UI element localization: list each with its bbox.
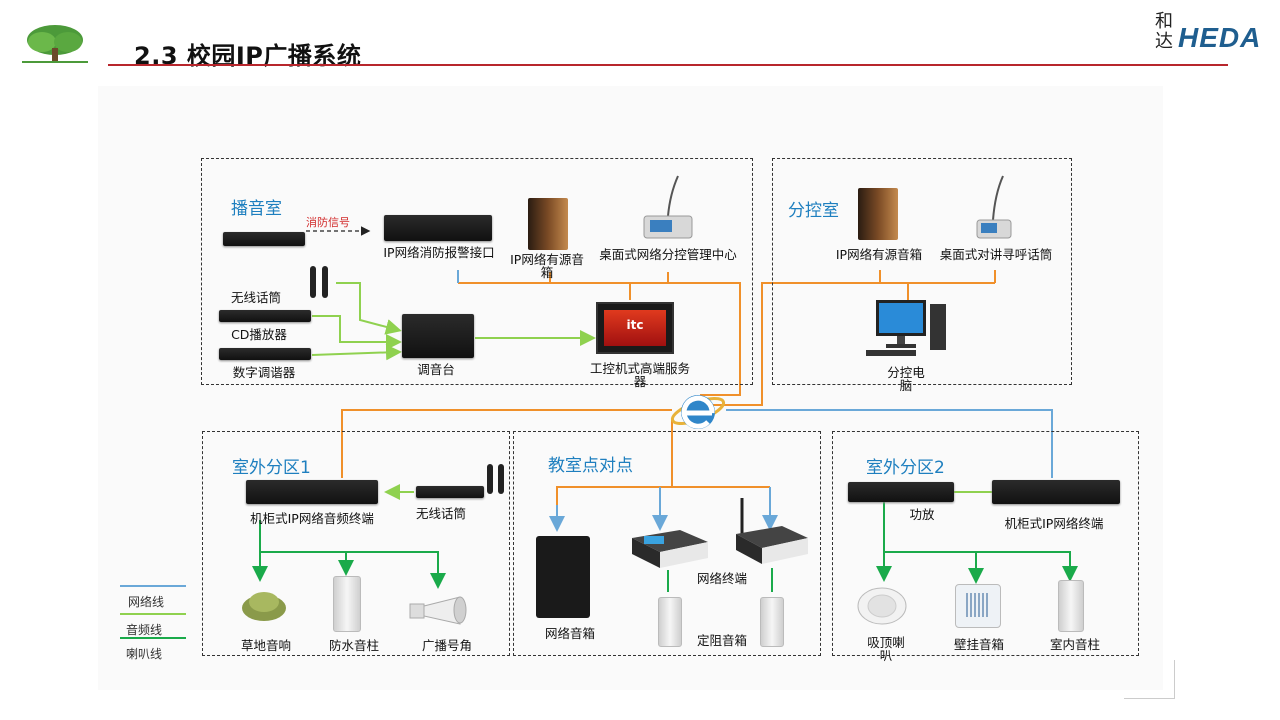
zone-label-outdoor1: 室外分区1 [232, 458, 311, 478]
zone-label-broadcast: 播音室 [231, 199, 282, 219]
desk-mic-icon [640, 174, 696, 244]
fixed-speaker-label: 定阻音箱 [696, 633, 747, 648]
brand-logo: HEDA [1178, 22, 1262, 53]
fixed-speaker-b [760, 597, 784, 647]
server-screen-logo: itc [604, 310, 666, 346]
tree-logo [20, 22, 90, 66]
brand-cn: 和达 [1155, 11, 1173, 52]
sub-speaker-label: IP网络有源音箱 [835, 247, 923, 262]
rack-ip-terminal [992, 480, 1120, 504]
legend-speaker-line [120, 637, 186, 639]
sub-pc-label: 分控电脑 [887, 365, 925, 393]
amplifier-unit [848, 482, 954, 502]
sub-active-speaker [858, 188, 898, 240]
net-terminal-label: 网络终端 [696, 571, 747, 586]
fire-alarm-interface [384, 215, 492, 241]
zone-sub-control [772, 158, 1072, 385]
ceiling-speaker-icon [856, 586, 908, 626]
internet-hub-icon [668, 384, 728, 438]
corner-bracket [1124, 660, 1175, 699]
ceiling-speaker-label: 吸顶喇叭 [867, 635, 905, 663]
tuner-label: 数字调谐器 [232, 365, 296, 380]
wireless-mic-receiver [416, 486, 484, 498]
zone-outdoor1 [202, 431, 510, 656]
indoor-pole-label: 室内音柱 [1049, 637, 1100, 652]
network-terminal-b [734, 496, 810, 568]
cd-player [219, 310, 311, 322]
legend-audio-label: 音频线 [126, 623, 163, 637]
active-speaker [528, 198, 568, 250]
horn-speaker-icon [408, 594, 470, 626]
legend-network-line [120, 585, 186, 587]
server-label: 工控机式高端服务器 [589, 361, 690, 389]
zone-label-sub-control: 分控室 [788, 201, 839, 221]
mixer-console [402, 314, 474, 358]
legend-network-label: 网络线 [128, 595, 165, 609]
wireless-mics2-icon [484, 462, 508, 496]
amplifier-label: 功放 [909, 507, 935, 522]
zone-outdoor2 [832, 431, 1139, 656]
wall-speaker-icon [955, 584, 1001, 628]
indoor-pole-speaker [1058, 580, 1084, 632]
waterproof-pole-label: 防水音柱 [328, 638, 379, 653]
desk-center-label: 桌面式网络分控管理中心 [599, 247, 737, 262]
zone-label-outdoor2: 室外分区2 [866, 458, 945, 478]
network-terminal-a [630, 528, 710, 570]
zone-classroom [513, 431, 821, 656]
handheld-mics-icon [307, 264, 333, 300]
sub-mic-label: 桌面式对讲寻呼话筒 [939, 247, 1053, 262]
network-speaker [536, 536, 590, 618]
active-speaker-label: IP网络有源音箱 [510, 252, 584, 280]
computer-icon [866, 298, 952, 360]
fire-alarm-label: IP网络消防报警接口 [383, 245, 495, 260]
horn-label: 广播号角 [421, 638, 472, 653]
fire-signal-label: 消防信号 [306, 216, 350, 229]
server-screen: itc [596, 302, 674, 354]
rack-audio-terminal [246, 480, 378, 504]
wireless-receiver [223, 232, 305, 246]
legend-audio-line [120, 613, 186, 615]
legend-speaker-label: 喇叭线 [126, 647, 163, 661]
wall-speaker-label: 壁挂音箱 [953, 637, 1004, 652]
rack-terminal1-label: 机柜式IP网络音频终端 [250, 511, 374, 526]
sub-desk-mic-icon [975, 174, 1015, 244]
fixed-speaker-a [658, 597, 682, 647]
network-speaker-label: 网络音箱 [544, 626, 595, 641]
wall-speaker-grille [966, 593, 990, 617]
rack-terminal2-label: 机柜式IP网络终端 [1004, 516, 1104, 531]
lawn-speaker-icon [240, 588, 288, 622]
lawn-speaker-label: 草地音响 [240, 638, 291, 653]
wireless-mic2-label: 无线话筒 [415, 506, 466, 521]
cd-player-label: CD播放器 [231, 327, 287, 342]
zone-label-classroom: 教室点对点 [548, 456, 633, 476]
digital-tuner [219, 348, 311, 360]
zone-broadcast-room [201, 158, 753, 385]
waterproof-pole-speaker [333, 576, 361, 632]
title-underline [108, 64, 1228, 66]
wireless-mic-label: 无线话筒 [230, 290, 281, 305]
mixer-label: 调音台 [417, 362, 455, 377]
